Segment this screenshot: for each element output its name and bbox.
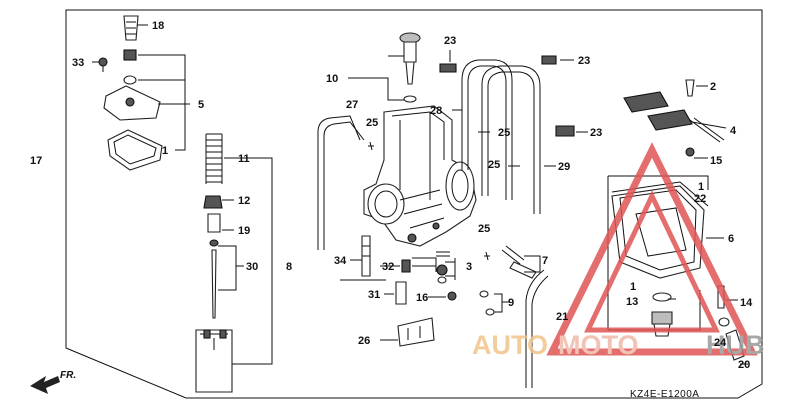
part-label-24: 24 <box>714 337 727 349</box>
part-label-31: 31 <box>368 289 380 301</box>
needle-holder-part <box>207 213 221 233</box>
clip-part <box>718 317 730 327</box>
tube-clip-part <box>439 63 457 73</box>
part-label-20: 20 <box>738 359 750 371</box>
part-label-4: 4 <box>730 125 737 137</box>
part-label-23b: 23 <box>578 55 590 67</box>
pilot-screw-part <box>436 251 450 284</box>
part-label-23c: 23 <box>590 127 602 139</box>
float-bowl-screw-part <box>685 147 695 157</box>
overflow-tube-part <box>461 59 513 200</box>
o-ring-part <box>479 290 489 298</box>
jet-needle-part <box>211 249 217 319</box>
drain-hose-part <box>525 269 545 388</box>
part-label-28: 28 <box>430 105 442 117</box>
part-label-1a: 1 <box>162 145 168 157</box>
part-label-10: 10 <box>326 73 338 85</box>
part-label-29: 29 <box>558 161 570 173</box>
part-label-23a: 23 <box>444 35 456 47</box>
part-label-1c: 1 <box>630 281 636 293</box>
part-label-1b: 1 <box>698 181 704 193</box>
part-label-3: 3 <box>466 261 472 273</box>
float-screw-part <box>447 291 457 301</box>
part-number-labels: 18 33 5 1 17 11 12 19 30 8 10 23 23 23 2… <box>30 20 753 371</box>
part-label-17: 17 <box>30 155 42 167</box>
gasket-part <box>107 129 163 171</box>
part-label-30: 30 <box>246 261 258 273</box>
watermark-text-moto: MOTO <box>558 330 639 360</box>
part-label-16: 16 <box>416 292 428 304</box>
watermark-text-auto: AUTO <box>472 330 548 360</box>
nut-part <box>123 75 137 85</box>
watermark-logo: AUTO MOTO HUB <box>472 142 765 360</box>
float-part <box>623 91 725 143</box>
float-bowl-bracket-part <box>397 317 435 347</box>
starter-valve-part <box>399 32 421 103</box>
part-label-6: 6 <box>728 233 734 245</box>
part-label-25b: 25 <box>498 127 510 139</box>
part-label-34: 34 <box>334 255 347 267</box>
part-label-25c: 25 <box>488 159 500 171</box>
watermark-triangle-inner <box>584 190 720 333</box>
part-label-22: 22 <box>694 193 706 205</box>
float-pin-part <box>685 79 695 97</box>
throttle-valve-part <box>195 329 233 393</box>
part-label-21: 21 <box>556 311 568 323</box>
part-label-13: 13 <box>626 296 638 308</box>
drain-tube-part <box>481 65 541 214</box>
adjuster-part <box>123 49 137 61</box>
throttle-stop-screw-part <box>501 245 525 265</box>
part-label-5: 5 <box>198 99 204 111</box>
drain-plug-part <box>395 281 407 305</box>
throttle-valve-spring-part <box>205 133 223 184</box>
part-label-26: 26 <box>358 335 370 347</box>
part-label-32: 32 <box>382 261 394 273</box>
carburetor-body-part <box>363 105 477 247</box>
part-label-25a: 25 <box>366 117 378 129</box>
part-label-2: 2 <box>710 81 716 93</box>
part-label-18: 18 <box>152 20 164 32</box>
part-label-27: 27 <box>346 99 358 111</box>
part-label-14: 14 <box>740 297 753 309</box>
diagram-code: KZ4E-E1200A <box>630 389 699 400</box>
screw-part <box>98 57 108 67</box>
part-label-11: 11 <box>238 153 250 165</box>
front-direction-arrow: FR. <box>30 370 76 394</box>
diagram-border <box>65 9 763 399</box>
vent-tube-part <box>317 115 361 250</box>
part-label-9: 9 <box>508 297 514 309</box>
watermark-text-hub: HUB <box>706 330 765 360</box>
part-label-8: 8 <box>286 261 292 273</box>
part-label-15: 15 <box>710 155 722 167</box>
part-label-33: 33 <box>72 57 84 69</box>
drain-o-ring-part <box>652 292 672 302</box>
watermark-triangle-outer <box>546 142 758 356</box>
part-label-25d: 25 <box>478 223 490 235</box>
front-direction-label: FR. <box>60 370 76 381</box>
part-label-19: 19 <box>238 225 250 237</box>
main-jet-part <box>401 259 411 273</box>
retainer-part <box>203 195 223 209</box>
part-label-7: 7 <box>542 255 548 267</box>
part-label-12: 12 <box>238 195 250 207</box>
